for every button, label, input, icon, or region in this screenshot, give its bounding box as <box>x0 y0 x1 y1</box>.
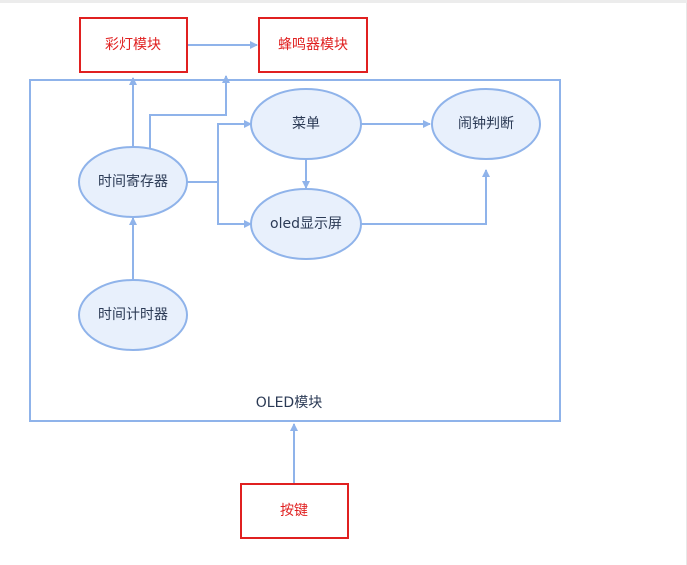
edge-register-to-oled <box>217 182 252 228</box>
key-module-box: 按键 <box>240 483 349 539</box>
top-border <box>0 0 687 3</box>
time-counter-label: 时间计时器 <box>98 307 168 323</box>
time-counter-node: 时间计时器 <box>78 279 188 351</box>
light-module-label: 彩灯模块 <box>105 37 161 53</box>
edge-register-to-menu <box>187 120 252 183</box>
buzzer-module-label: 蜂鸣器模块 <box>278 36 348 53</box>
alarm-judge-label: 闹钟判断 <box>458 115 514 132</box>
oled-display-label: oled显示屏 <box>270 216 342 232</box>
edge-oled-to-alarm <box>361 169 490 225</box>
buzzer-module-box: 蜂鸣器模块 <box>258 17 368 73</box>
time-register-node: 时间寄存器 <box>78 146 188 218</box>
menu-node: 菜单 <box>250 88 362 160</box>
edge-register-to-buzzer <box>149 75 230 148</box>
alarm-judge-node: 闹钟判断 <box>431 88 541 160</box>
light-module-box: 彩灯模块 <box>79 17 188 73</box>
oled-display-node: oled显示屏 <box>250 188 362 260</box>
menu-label: 菜单 <box>292 116 320 132</box>
key-module-label: 按键 <box>280 503 308 519</box>
time-register-label: 时间寄存器 <box>98 173 168 190</box>
oled-module-label: OLED模块 <box>256 395 322 411</box>
oled-module-container <box>29 79 561 422</box>
